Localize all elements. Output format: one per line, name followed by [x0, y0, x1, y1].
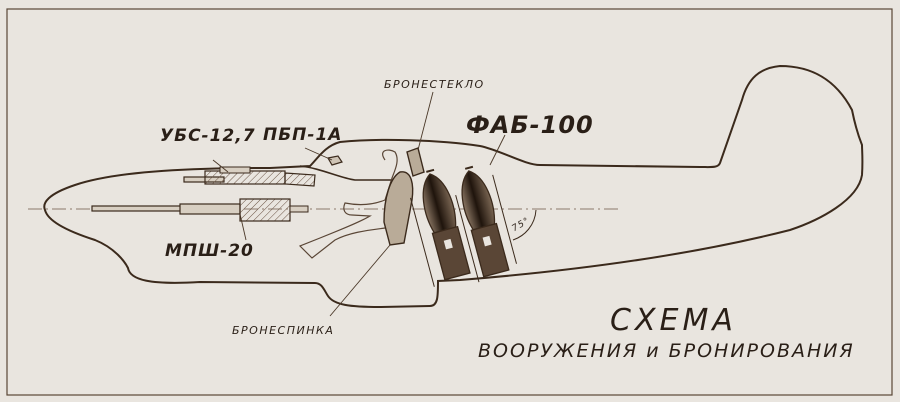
label-pbp-1a: ПБП-1А — [263, 125, 343, 145]
label-ubs-12-7: УБС-12,7 — [160, 126, 256, 146]
fuselage-outline — [43, 64, 864, 309]
leader-lines — [212, 91, 506, 317]
label-mpsh-20: МПШ-20 — [165, 241, 254, 261]
diagram-title: СХЕМА — [610, 303, 737, 338]
label-armored-backrest: БРОНЕСПИНКА — [232, 324, 335, 337]
ubs-machine-gun — [183, 166, 316, 187]
armored-backrest — [383, 171, 414, 246]
label-armored-glass: БРОНЕСТЕКЛО — [384, 78, 485, 91]
mpsh-cannon — [91, 198, 309, 222]
frame-border — [6, 8, 893, 396]
pilot-outline — [298, 149, 398, 259]
canopy-line — [299, 165, 395, 181]
fab-100-bombs — [410, 165, 517, 287]
diagram-subtitle: ВООРУЖЕНИЯ и БРОНИРОВАНИЯ — [478, 340, 855, 362]
armored-glass — [406, 147, 425, 177]
label-fab-100: ФАБ-100 — [466, 111, 594, 139]
angle-arc — [512, 209, 537, 241]
gunsight-shape — [327, 155, 343, 166]
